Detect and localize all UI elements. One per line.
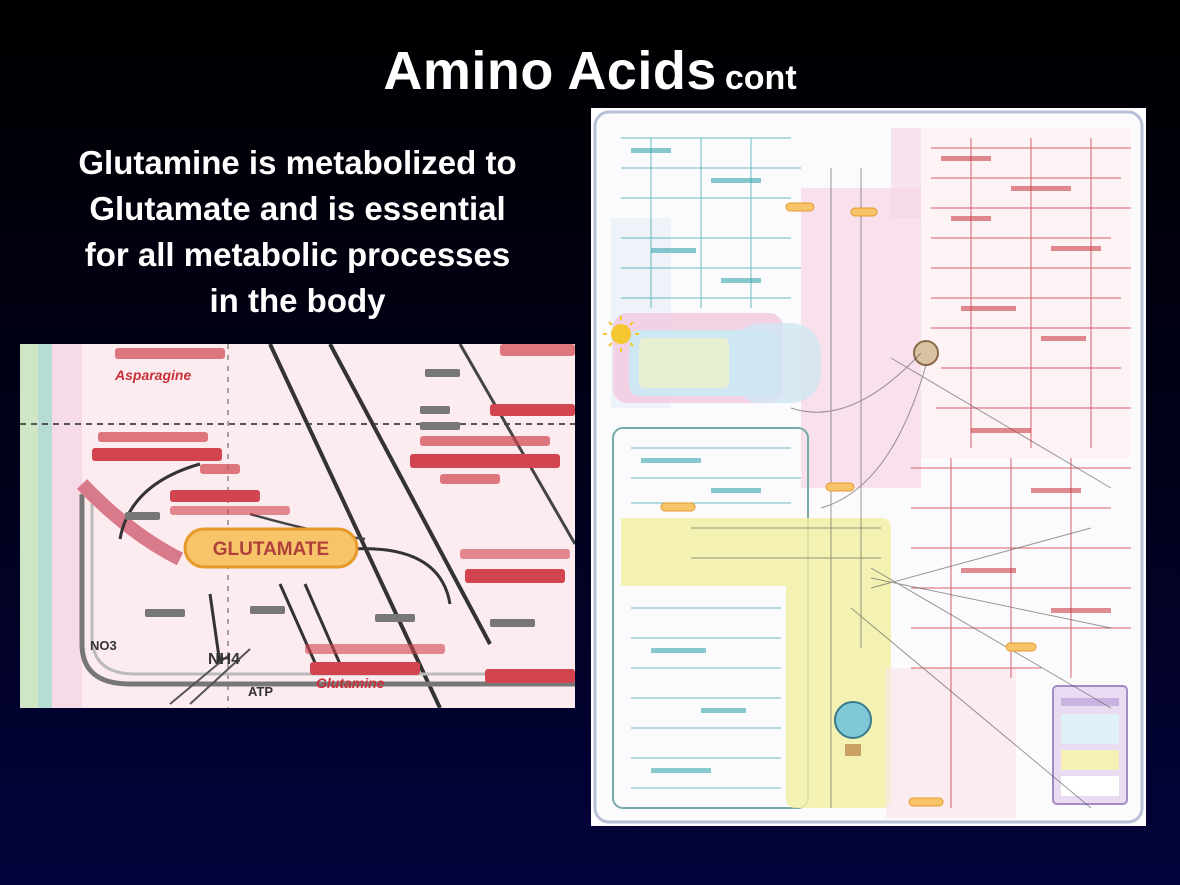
body-line-4: in the body (209, 282, 386, 319)
zoom-drawing: GLUTAMATE Asparagine Glutamine NH4 ATP N… (20, 344, 575, 708)
glutamate-zoom-image: GLUTAMATE Asparagine Glutamine NH4 ATP N… (20, 344, 575, 708)
asparagine-label: Asparagine (114, 367, 191, 383)
nh4-label: NH4 (208, 651, 240, 668)
body-line-2: Glutamate and is essential (89, 190, 506, 227)
poster-drawing (593, 110, 1144, 824)
atp-label: ATP (248, 684, 273, 699)
metabolic-pathways-poster (591, 108, 1146, 826)
body-line-1: Glutamine is metabolized to (78, 144, 517, 181)
title-main: Amino Acids (383, 41, 717, 101)
body-text: Glutamine is metabolized to Glutamate an… (20, 140, 575, 324)
no3-label: NO3 (90, 638, 117, 653)
title-suffix: cont (724, 59, 797, 97)
body-line-3: for all metabolic processes (84, 236, 511, 273)
glutamine-label: Glutamine (316, 675, 385, 691)
glutamate-label: GLUTAMATE (213, 539, 329, 560)
